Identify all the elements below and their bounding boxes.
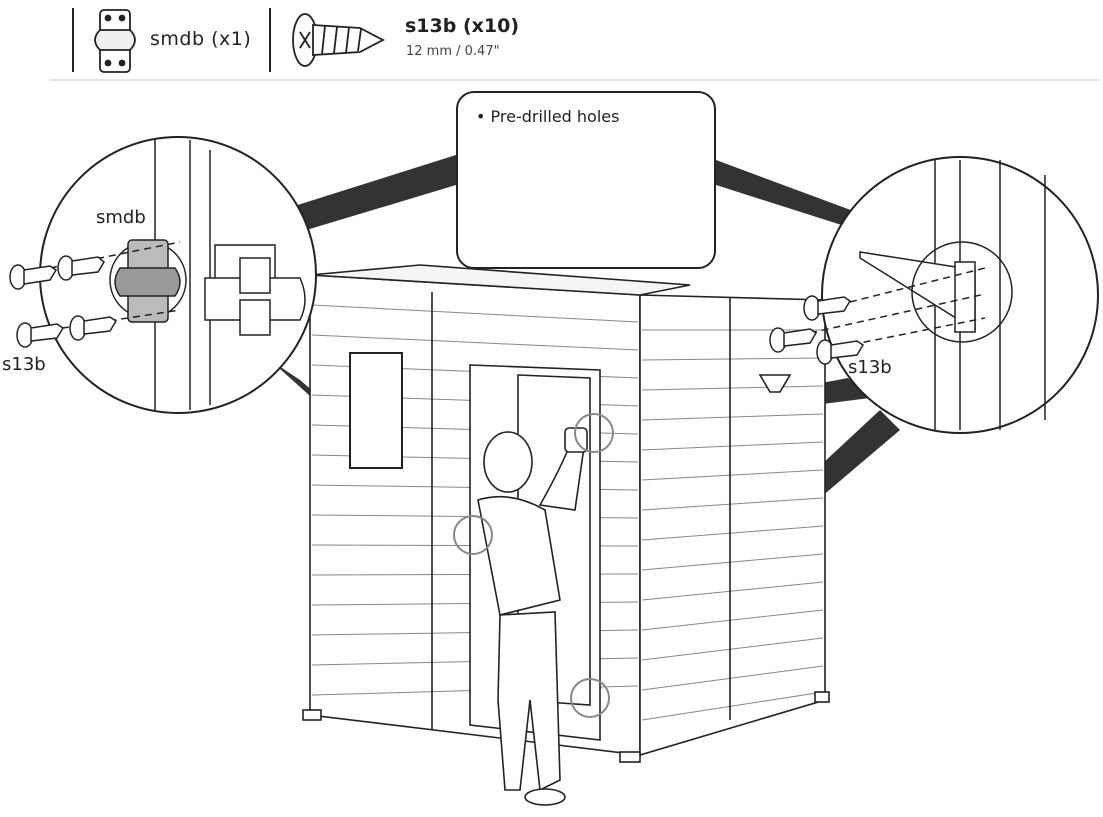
header-dividers	[72, 8, 271, 72]
screw-icon	[292, 13, 385, 67]
part-s13b: s13b (x10)	[405, 15, 519, 37]
detail-markers	[453, 413, 614, 718]
note-item: • Pre-drilled holes	[476, 107, 619, 126]
part-smdb: smdb (x1)	[150, 28, 251, 50]
bracket-icon	[94, 9, 136, 73]
left-detail-circle	[9, 136, 317, 414]
right-screw-label: s13b	[848, 357, 892, 378]
part-s13b-spec: 12 mm / 0.47"	[406, 44, 500, 59]
part-smdb-quantity: (x1)	[211, 28, 252, 50]
left-screw-label: s13b	[2, 354, 46, 375]
part-s13b-name: s13b	[405, 15, 457, 37]
part-s13b-quantity: (x10)	[462, 15, 520, 37]
note-box: • Pre-drilled holes	[456, 91, 716, 269]
note-bullet: •	[476, 107, 486, 126]
left-bracket-label: smdb	[96, 207, 146, 228]
shed	[302, 264, 830, 763]
note-text: Pre-drilled holes	[490, 107, 620, 126]
right-detail-circle	[769, 156, 1099, 434]
part-smdb-name: smdb	[150, 28, 205, 50]
